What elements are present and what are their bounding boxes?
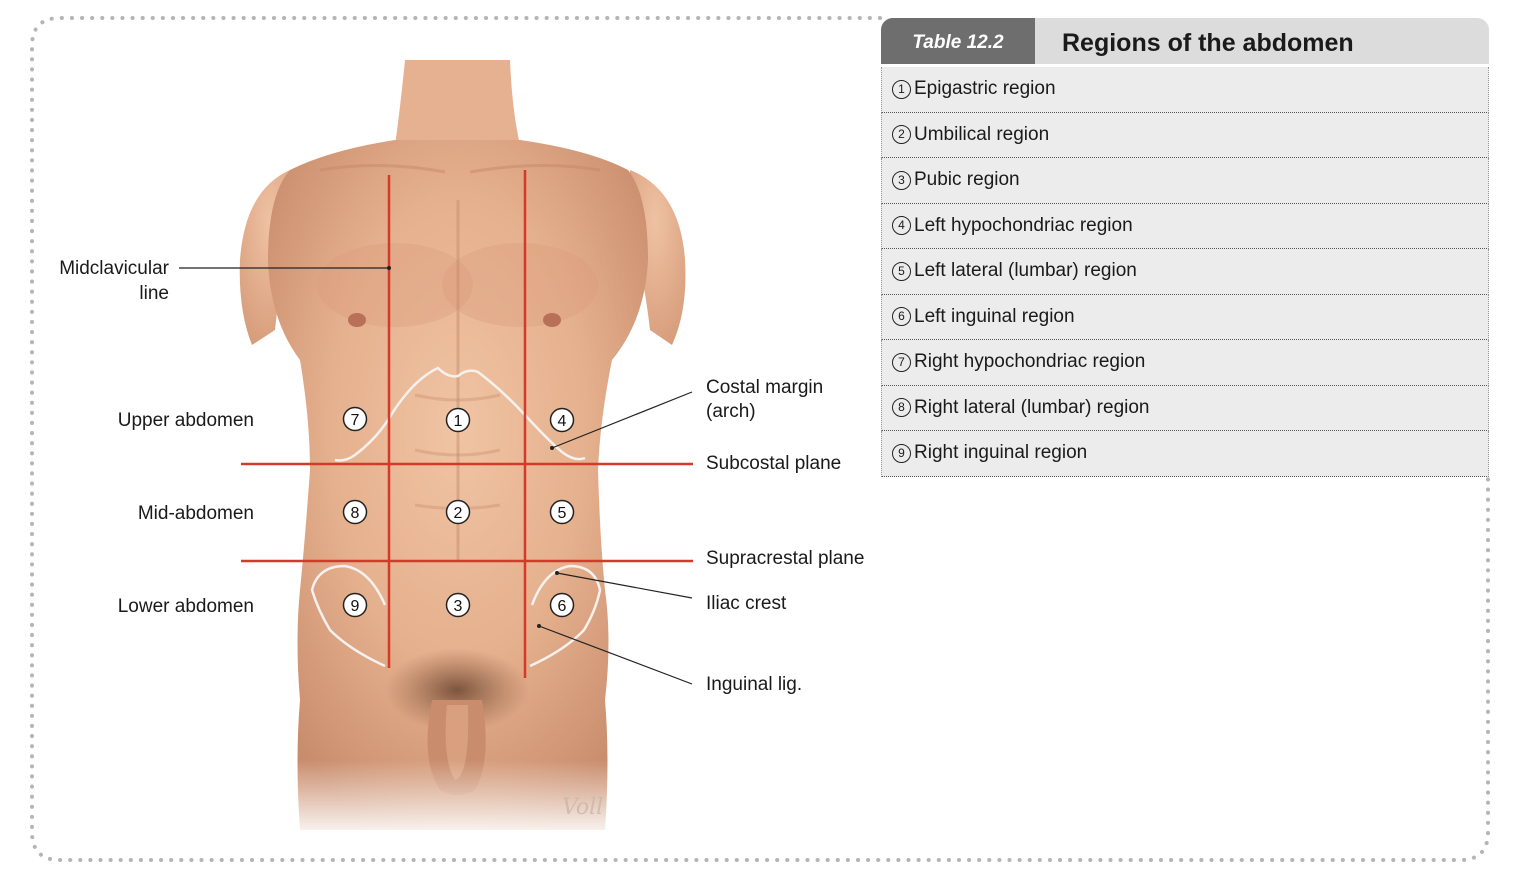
row-number: 9: [892, 443, 911, 463]
leader-lines: [179, 267, 693, 685]
row-text: Right hypochondriac region: [914, 351, 1146, 373]
svg-text:4: 4: [558, 413, 567, 430]
upper-abdomen-label: Upper abdomen: [117, 410, 254, 431]
midclavicular-line-label-1: Midclavicular: [59, 258, 169, 279]
lower-abdomen-label: Lower abdomen: [117, 596, 254, 617]
region-markers: 7 1 4 8 2 5 9 3 6: [342, 406, 575, 618]
row-text: Umbilical region: [914, 123, 1050, 145]
inguinal-lig-label: Inguinal lig.: [706, 674, 803, 695]
row-number: 5: [892, 261, 911, 281]
svg-text:7: 7: [351, 412, 360, 429]
row-number: 8: [892, 398, 911, 418]
reference-lines: [241, 170, 693, 678]
row-number: 7: [892, 352, 911, 372]
row-text: Right lateral (lumbar) region: [914, 396, 1150, 418]
region-marker-2: 2: [445, 499, 471, 525]
torso-illustration: [239, 60, 686, 840]
region-marker-9: 9: [342, 592, 368, 618]
svg-text:5: 5: [558, 505, 567, 522]
svg-text:8: 8: [351, 505, 360, 522]
row-text: Left hypochondriac region: [914, 214, 1133, 236]
row-text: Left inguinal region: [914, 305, 1075, 327]
row-number: 4: [892, 216, 911, 236]
region-marker-4: 4: [549, 407, 575, 433]
row-number: 6: [892, 307, 911, 327]
mid-abdomen-label: Mid-abdomen: [137, 503, 254, 524]
svg-text:2: 2: [454, 505, 463, 522]
row-text: Pubic region: [914, 169, 1020, 191]
table-header: Table 12.2 Regions of the abdomen: [881, 18, 1489, 64]
supracrestal-plane-label: Supracrestal plane: [706, 548, 865, 569]
svg-text:3: 3: [454, 598, 463, 615]
region-marker-7: 7: [342, 406, 368, 432]
row-text: Epigastric region: [914, 78, 1056, 100]
region-marker-3: 3: [445, 592, 471, 618]
svg-text:9: 9: [351, 598, 360, 615]
region-marker-6: 6: [549, 592, 575, 618]
midclavicular-line-label-2: line: [139, 283, 169, 304]
table-number: Table 12.2: [881, 18, 1035, 64]
row-text: Left lateral (lumbar) region: [914, 260, 1137, 282]
region-marker-5: 5: [549, 499, 575, 525]
row-text: Right inguinal region: [914, 442, 1088, 464]
region-marker-8: 8: [342, 499, 368, 525]
costal-margin-label-2: (arch): [706, 401, 756, 422]
svg-text:6: 6: [558, 598, 567, 615]
iliac-crest-label: Iliac crest: [706, 593, 787, 614]
costal-margin-label-1: Costal margin: [706, 377, 824, 398]
row-number: 3: [892, 170, 911, 190]
artist-signature: Voll: [562, 795, 603, 820]
subcostal-plane-label: Subcostal plane: [706, 453, 842, 474]
region-marker-1: 1: [445, 407, 471, 433]
table-title: Regions of the abdomen: [1062, 29, 1354, 57]
row-number: 2: [892, 125, 911, 145]
row-number: 1: [892, 79, 911, 99]
svg-text:1: 1: [454, 413, 463, 430]
